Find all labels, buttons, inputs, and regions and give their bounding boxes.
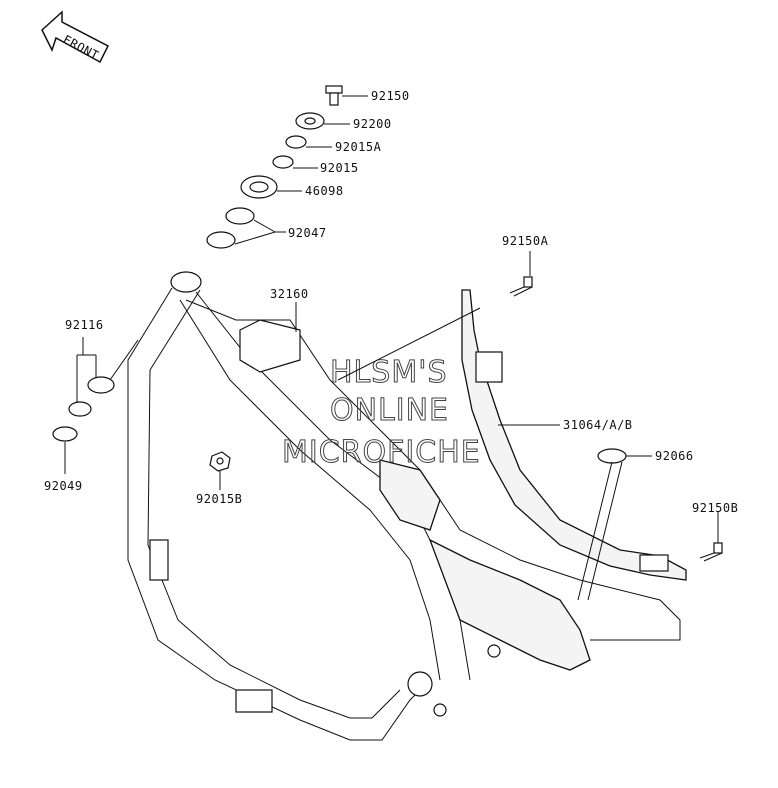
label-92150: 92150 — [371, 89, 410, 103]
race-92116-part — [87, 376, 115, 394]
bolt-92150B-part — [699, 542, 723, 562]
label-92015: 92015 — [320, 161, 359, 175]
label-92116: 92116 — [65, 318, 104, 332]
rear-frame-31064 — [461, 289, 687, 601]
watermark-line2: ONLINE — [330, 393, 449, 428]
cap-92066-part — [597, 448, 627, 464]
nut-92015-part — [272, 155, 294, 169]
label-92015A: 92015A — [335, 140, 382, 154]
label-92066: 92066 — [655, 449, 694, 463]
seal-92049-part — [52, 426, 78, 442]
nut-92015A-part — [285, 135, 307, 149]
label-92150B: 92150B — [692, 501, 738, 515]
main-frame-32160 — [127, 271, 681, 741]
label-46098: 46098 — [305, 184, 344, 198]
label-92200: 92200 — [353, 117, 392, 131]
race-92047-lower-part — [206, 231, 236, 249]
label-31064: 31064/A/B — [563, 418, 633, 432]
bolt-92150-part — [325, 85, 343, 106]
front-arrow-icon: FRONT — [41, 10, 110, 64]
label-32160: 32160 — [270, 287, 309, 301]
label-92015B: 92015B — [196, 492, 242, 506]
nut-92015B-part — [209, 451, 231, 472]
label-92047: 92047 — [288, 226, 327, 240]
watermark-line1: HLSM'S — [330, 355, 448, 390]
watermark-line3: MICROFICHE — [282, 435, 481, 470]
label-92049: 92049 — [44, 479, 83, 493]
label-92150A: 92150A — [502, 234, 549, 248]
bearing-92116-part — [68, 401, 92, 417]
bolt-92150A-part — [509, 276, 533, 297]
race-92047-upper-part — [225, 207, 255, 225]
